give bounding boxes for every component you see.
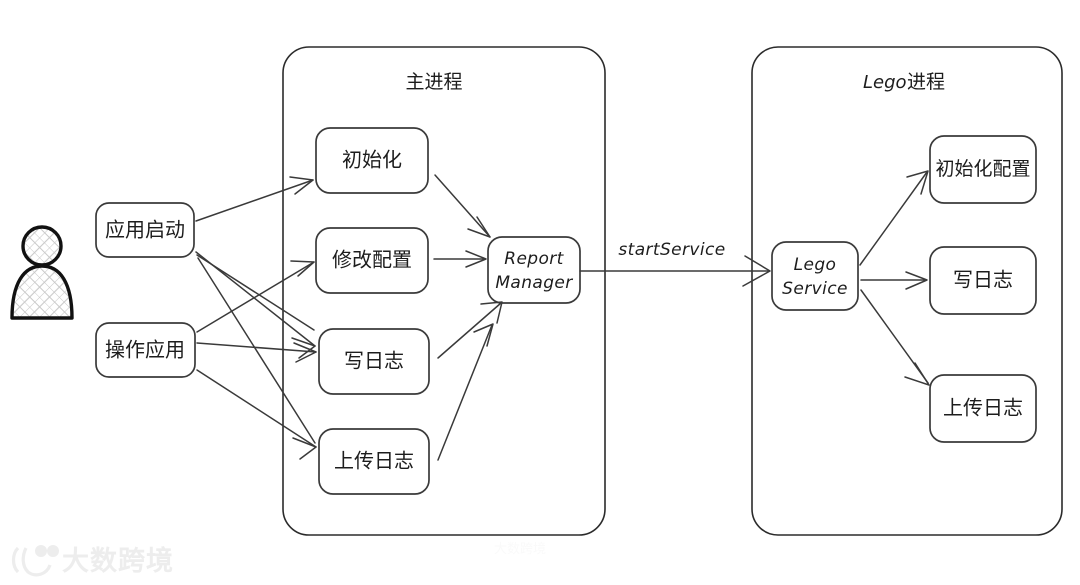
node-operate-app-label: 操作应用 bbox=[105, 338, 185, 361]
node-app-start[interactable]: 应用启动 bbox=[95, 202, 195, 258]
edge-lego-service-to-init-config bbox=[859, 170, 929, 266]
node-init-config[interactable]: 初始化配置 bbox=[929, 135, 1037, 204]
edge-init-to-report-manager bbox=[434, 174, 491, 238]
edge-upload-log-to-report-manager bbox=[437, 323, 494, 461]
edge-app-start-to-modify-config bbox=[196, 254, 315, 331]
node-report-manager-label-line1: Report bbox=[504, 249, 564, 269]
node-report-manager-label-line2: Manager bbox=[495, 273, 573, 293]
node-lego-service-label-line1: Lego bbox=[794, 255, 837, 275]
container-lego-process-title-hand: Lego bbox=[863, 72, 907, 93]
watermark-center-text: 大数跨境 bbox=[494, 541, 546, 556]
user-actor-icon bbox=[10, 225, 74, 320]
edge-operate-app-to-modify-config bbox=[196, 260, 315, 333]
node-upload-log-label: 上传日志 bbox=[334, 449, 414, 472]
container-lego-process-title-cjk: 进程 bbox=[907, 71, 945, 93]
watermark-logo bbox=[11, 545, 59, 577]
edge-app-start-to-upload-log bbox=[197, 257, 316, 444]
edge-operate-app-to-upload-log bbox=[196, 369, 317, 460]
edge-write-log-to-report-manager bbox=[437, 301, 503, 359]
node-upload-log-lego[interactable]: 上传日志 bbox=[929, 374, 1037, 443]
node-write-log[interactable]: 写日志 bbox=[318, 328, 430, 395]
node-init[interactable]: 初始化 bbox=[315, 127, 429, 194]
node-upload-log[interactable]: 上传日志 bbox=[318, 428, 430, 495]
node-app-start-label: 应用启动 bbox=[105, 218, 185, 241]
node-lego-service-label-line2: Service bbox=[782, 279, 848, 299]
node-lego-service[interactable]: Lego Service bbox=[771, 241, 859, 311]
edge-label-start-service: startService bbox=[618, 240, 725, 260]
node-report-manager[interactable]: Report Manager bbox=[487, 236, 581, 304]
edge-start-service: startService bbox=[579, 240, 771, 287]
edge-operate-app-to-write-log bbox=[196, 342, 317, 363]
edge-lego-service-to-write-log bbox=[860, 271, 928, 290]
node-init-config-label: 初始化配置 bbox=[935, 158, 1030, 180]
edge-app-start-to-init bbox=[195, 176, 314, 222]
node-write-log-lego[interactable]: 写日志 bbox=[929, 246, 1037, 315]
node-write-log-lego-label: 写日志 bbox=[953, 268, 1013, 291]
node-modify-config-label: 修改配置 bbox=[332, 248, 412, 271]
edge-lego-service-to-upload-log bbox=[860, 289, 930, 386]
node-modify-config[interactable]: 修改配置 bbox=[315, 227, 429, 294]
node-upload-log-lego-label: 上传日志 bbox=[943, 396, 1023, 419]
container-main-process-title: 主进程 bbox=[405, 71, 462, 93]
node-write-log-label: 写日志 bbox=[344, 349, 404, 372]
node-operate-app[interactable]: 操作应用 bbox=[95, 322, 196, 378]
watermark-brand-text: 大数跨境 bbox=[62, 546, 174, 576]
edge-modify-config-to-report-manager bbox=[433, 250, 487, 268]
node-init-label: 初始化 bbox=[342, 148, 402, 171]
